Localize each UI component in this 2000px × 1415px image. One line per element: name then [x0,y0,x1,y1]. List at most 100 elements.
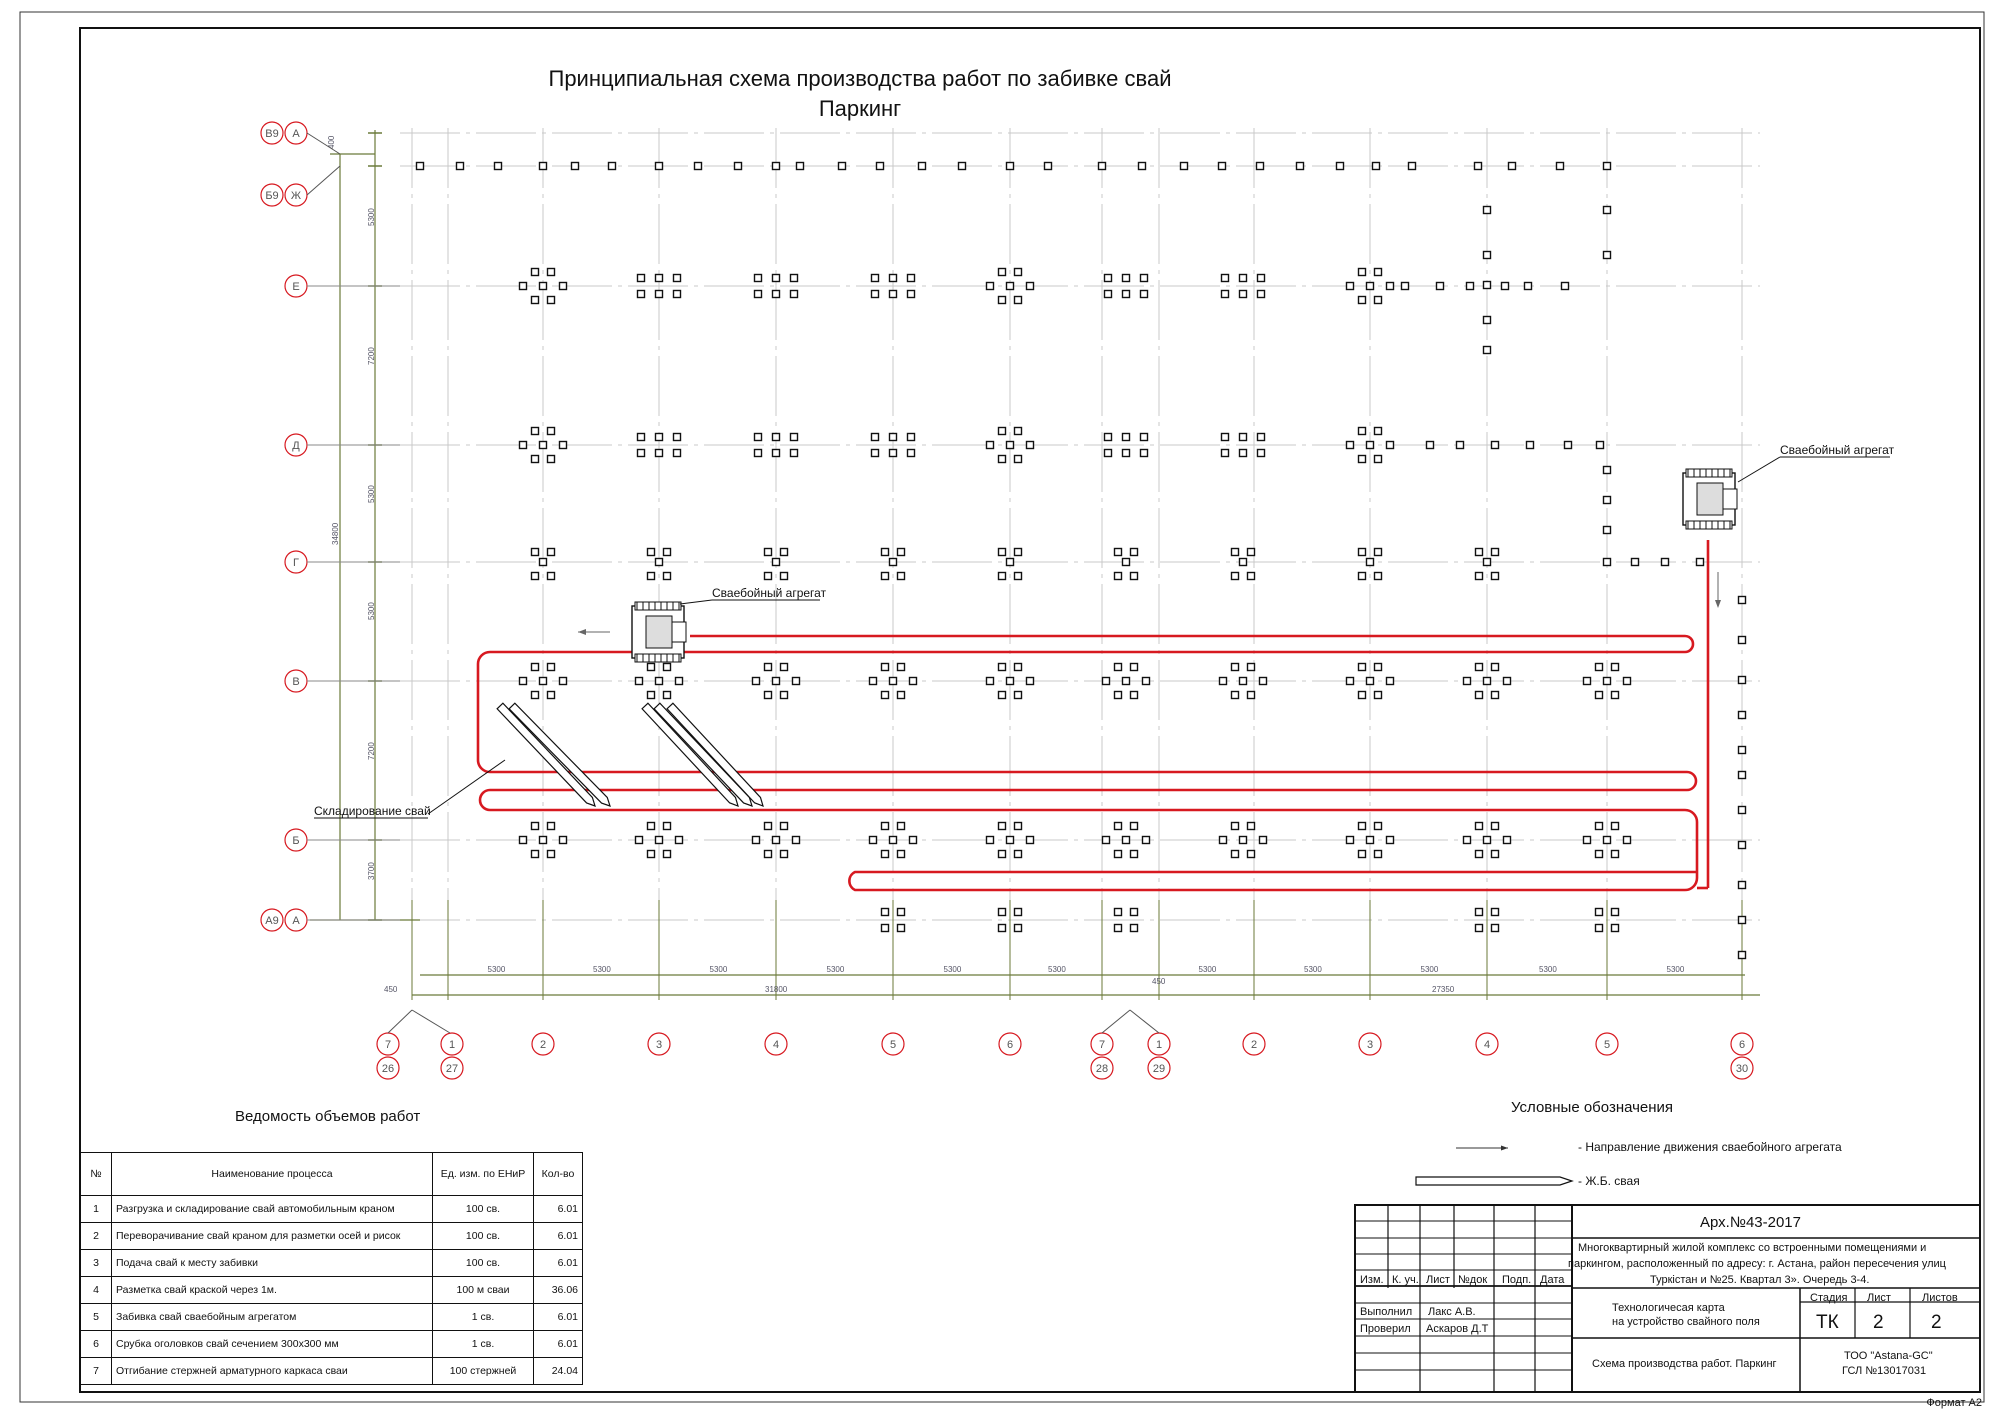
dim-text: 5300 [367,485,376,503]
pile [1490,662,1500,672]
pile [1737,840,1747,850]
dim-text: 7200 [367,742,376,760]
col-bubble-2: 27 [446,1063,458,1075]
row-process: Подача свай к месту забивки [111,1249,433,1277]
pile [1602,205,1612,215]
pile [546,267,556,277]
pile [1238,289,1248,299]
machine-cabin [1696,482,1724,516]
pile [646,547,656,557]
pile [1013,690,1023,700]
pile [1121,835,1131,845]
pile [1582,676,1592,686]
pile [753,273,763,283]
pile [1113,690,1123,700]
pile [1357,267,1367,277]
pile [997,426,1007,436]
pile [1490,440,1500,450]
pile [646,690,656,700]
pile [1121,557,1131,567]
col-bubble-2-circle [1090,1056,1114,1080]
pile [415,161,425,171]
pile [1373,295,1383,305]
pile [1660,557,1670,567]
pile [985,440,995,450]
pile [779,690,789,700]
col-bubble-2: 30 [1736,1063,1748,1075]
pile [538,676,548,686]
pile [1218,676,1228,686]
pile [888,289,898,299]
pile [880,907,890,917]
pile [662,849,672,859]
pile [906,432,916,442]
pile [1365,676,1375,686]
pile [1121,273,1131,283]
pile [1602,250,1612,260]
leader [387,1009,413,1034]
dim-text: 5300 [488,965,506,974]
row-process: Переворачивание свай краном для разметки… [111,1222,433,1250]
pile [1295,161,1305,171]
stored-pile [496,702,596,807]
pile [795,161,805,171]
pile [1737,595,1747,605]
col-bubble: 1 [1156,1039,1162,1051]
pile [646,821,656,831]
col-bubble: 3 [656,1039,662,1051]
col-bubble-circle [998,1032,1022,1056]
pile [1013,821,1023,831]
pile [1602,161,1612,171]
pile [997,267,1007,277]
pile [1357,295,1367,305]
pile [985,835,995,845]
pile [1365,557,1375,567]
pile [1238,273,1248,283]
pile [546,821,556,831]
col-bubble: 6 [1739,1039,1745,1051]
pile [771,273,781,283]
pile [997,907,1007,917]
pile [763,849,773,859]
pile [1473,161,1483,171]
pile [1220,448,1230,458]
pile [530,571,540,581]
pile [1610,690,1620,700]
pile [518,440,528,450]
pile [1005,835,1015,845]
pile [896,923,906,933]
pile [1129,690,1139,700]
pile [1474,923,1484,933]
pile [1630,557,1640,567]
pile [1365,281,1375,291]
leader [1129,1009,1160,1034]
pile [908,676,918,686]
pile [530,547,540,557]
dim-text: 5300 [1539,965,1557,974]
pile [1230,849,1240,859]
dim-text: 31800 [765,985,788,994]
row-num: 5 [80,1303,112,1331]
row-qty: 36.06 [533,1276,583,1304]
pile [917,161,927,171]
pile [518,281,528,291]
row-num: 2 [80,1222,112,1250]
title-block-lines [1354,1204,1981,1393]
legend-direction: - Направление движения сваебойного агрег… [1578,1140,1842,1154]
col-bubble: 5 [1604,1039,1610,1051]
checked-role: Проверил [1360,1323,1411,1335]
stamp-col-list: Лист [1426,1274,1450,1286]
row-process: Забивка свай сваебойным агрегатом [111,1303,433,1331]
col-bubble: 2 [540,1039,546,1051]
pile [1005,676,1015,686]
pile [1103,289,1113,299]
pile [1490,821,1500,831]
pile [1737,770,1747,780]
pile [888,557,898,567]
col-bubble-2-circle [1147,1056,1171,1080]
pile [763,690,773,700]
row-bubble: Е [292,281,299,293]
machine-track [1685,468,1733,478]
